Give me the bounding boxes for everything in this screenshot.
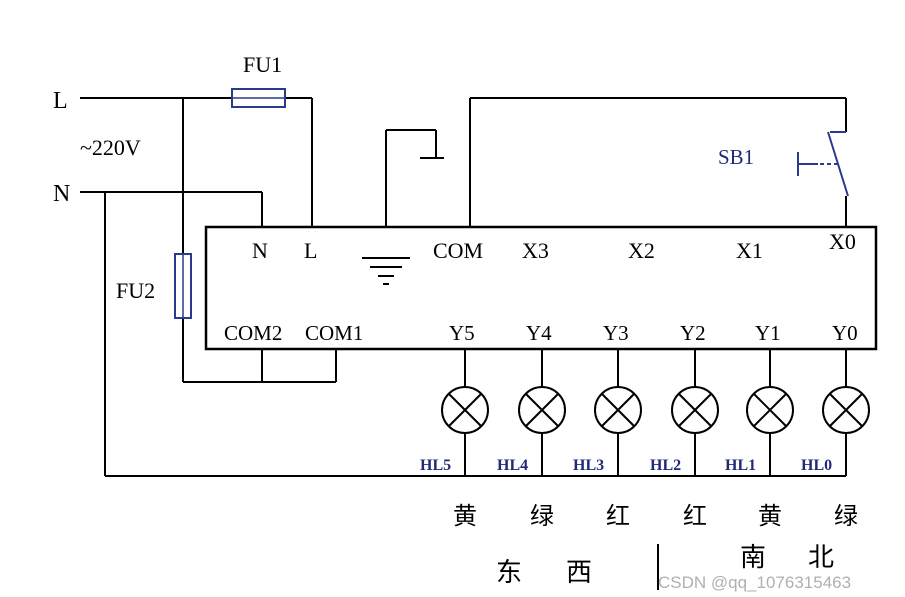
direction-north: 北	[808, 543, 834, 572]
terminal-com1: COM1	[305, 321, 363, 345]
lamp-color-label: 黄	[453, 502, 477, 530]
lamp-cross	[601, 393, 635, 427]
terminal-y5: Y5	[449, 321, 475, 345]
fu2-label: FU2	[116, 278, 155, 303]
lamp-color-label: 红	[683, 502, 707, 530]
lamp-hl0: HL0 绿	[801, 349, 870, 530]
terminal-com2: COM2	[224, 321, 282, 345]
ground-symbol	[362, 257, 410, 285]
lamp-color-label: 绿	[530, 502, 554, 530]
direction-south: 南	[740, 543, 766, 572]
lamp-color-label: 黄	[758, 502, 782, 530]
lamp-id-label: HL2	[650, 457, 681, 474]
terminal-x2: X2	[628, 238, 655, 263]
terminal-x1: X1	[736, 238, 763, 263]
terminal-y0: Y0	[832, 321, 858, 345]
direction-east: 东	[496, 558, 522, 587]
terminal-x3: X3	[522, 238, 549, 263]
lamp-color-label: 红	[606, 502, 630, 530]
line-n-label: N	[53, 181, 70, 207]
terminal-n: N	[252, 238, 268, 263]
lamp-cross	[678, 393, 712, 427]
lamp-id-label: HL3	[573, 457, 604, 474]
sb1-label: SB1	[718, 145, 754, 169]
lamp-hl1: HL1 黄	[725, 349, 794, 530]
terminal-y4: Y4	[526, 321, 552, 345]
lamp-hl2: HL2 红	[650, 349, 719, 530]
terminal-com: COM	[433, 238, 483, 263]
lamp-id-label: HL4	[497, 457, 528, 474]
lamp-id-label: HL5	[420, 457, 451, 474]
fu1-label: FU1	[243, 52, 282, 77]
terminal-y2: Y2	[680, 321, 706, 345]
plc-box	[204, 225, 878, 351]
lamp-hl5: HL5 黄	[420, 349, 489, 530]
lamp-hl3: HL3 红	[573, 349, 642, 530]
terminal-l: L	[304, 238, 317, 263]
terminal-y1: Y1	[755, 321, 781, 345]
lamp-cross	[448, 393, 482, 427]
sb1-switch	[797, 131, 849, 197]
terminal-x0: X0	[829, 229, 856, 254]
terminal-y3: Y3	[603, 321, 629, 345]
watermark: CSDN @qq_1076315463	[658, 573, 851, 592]
lamp-cross	[753, 393, 787, 427]
lamp-hl4: HL4 绿	[497, 349, 566, 530]
lamp-id-label: HL1	[725, 457, 756, 474]
lamp-cross	[829, 393, 863, 427]
line-l-label: L	[53, 88, 68, 114]
lamp-color-label: 绿	[834, 502, 858, 530]
lamp-id-label: HL0	[801, 457, 832, 474]
lamp-cross	[525, 393, 559, 427]
direction-west: 西	[566, 558, 592, 587]
voltage-label: ~220V	[80, 135, 141, 160]
